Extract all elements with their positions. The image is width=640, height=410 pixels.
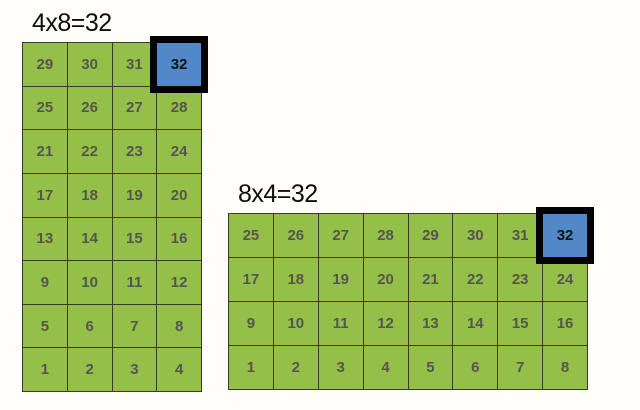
array-cell: 2 [67,348,112,391]
array-cell: 27 [318,214,363,257]
array-cell: 11 [318,302,363,345]
array-cell: 4 [363,346,408,389]
array-cell: 5 [408,346,453,389]
array-title-8x4: 8x4=32 [238,180,318,208]
array-cell: 26 [67,86,112,130]
array-cell: 7 [498,346,543,389]
array-cell: 16 [543,302,587,345]
array-cell: 2 [273,346,318,389]
array-cell: 10 [67,261,112,304]
array-cell: 3 [112,348,157,391]
array-cell: 26 [273,214,318,257]
array-cell: 5 [23,304,67,348]
array-cell: 27 [112,86,157,130]
array-cell: 17 [23,173,67,217]
array-cell: 19 [318,258,363,301]
array-cell: 16 [157,217,201,261]
array-cell: 17 [229,258,273,301]
array-cell: 12 [157,261,201,304]
array-cell: 22 [67,130,112,173]
array-cell: 9 [229,302,273,345]
array-cell: 6 [453,346,498,389]
array-cell: 30 [67,43,112,86]
array-cell: 8 [157,304,201,348]
array-cell: 19 [112,173,157,217]
array-cell: 28 [363,214,408,257]
array-cell: 25 [229,214,273,257]
array-cell: 14 [67,217,112,261]
array-cell: 3 [318,346,363,389]
array-cell: 13 [23,217,67,261]
array-cell: 20 [157,173,201,217]
array-cell: 15 [498,302,543,345]
array-cell: 25 [23,86,67,130]
array-cell: 21 [408,258,453,301]
array-cell: 29 [408,214,453,257]
array-cell: 8 [543,346,587,389]
array-cell: 18 [67,173,112,217]
array-cell: 9 [23,261,67,304]
array-cell: 15 [112,217,157,261]
array-cell: 10 [273,302,318,345]
array-cell: 14 [453,302,498,345]
array-cell: 23 [498,258,543,301]
array-title-4x8: 4x8=32 [32,9,112,37]
array-cell: 20 [363,258,408,301]
array-cell: 6 [67,304,112,348]
array-cell: 24 [543,258,587,301]
array-cell-highlighted: 32 [150,36,208,93]
array-cell: 1 [229,346,273,389]
array-cell: 22 [453,258,498,301]
array-cell: 28 [157,86,201,130]
array-cell-highlighted: 32 [536,207,594,264]
array-cell: 31 [498,214,543,257]
array-cell: 11 [112,261,157,304]
array-cell: 18 [273,258,318,301]
array-cell: 12 [363,302,408,345]
array-cell: 1 [23,348,67,391]
array-cell: 30 [453,214,498,257]
array-cell: 24 [157,130,201,173]
array-cell: 13 [408,302,453,345]
array-cell: 29 [23,43,67,86]
array-cell: 31 [112,43,157,86]
array-cell: 7 [112,304,157,348]
array-cell: 4 [157,348,201,391]
array-cell: 23 [112,130,157,173]
array-cell: 21 [23,130,67,173]
